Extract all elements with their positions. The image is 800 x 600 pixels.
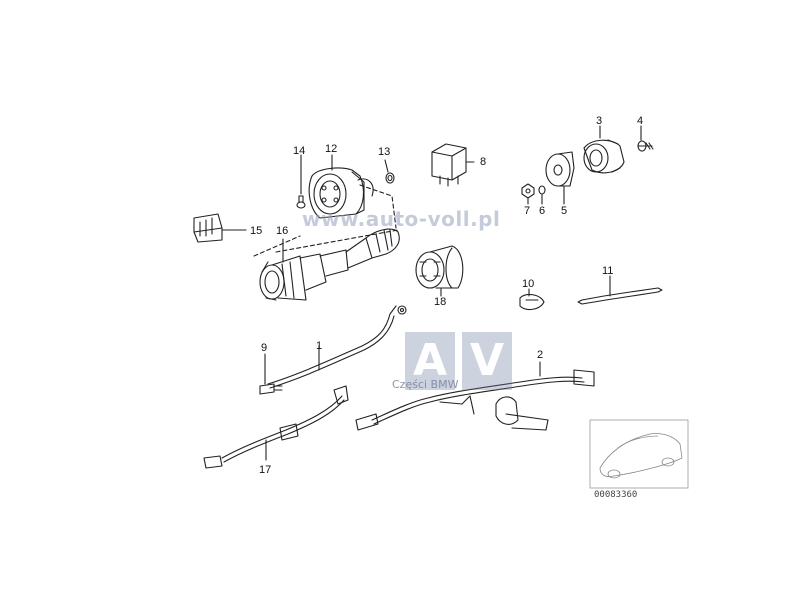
callout-label: 7 xyxy=(524,205,531,217)
callout-label: 9 xyxy=(261,342,268,354)
callout-label: 1 xyxy=(316,340,323,352)
callout-label: 11 xyxy=(602,265,614,277)
screw-14-part xyxy=(296,195,306,209)
cable-socket-16-part xyxy=(259,228,400,301)
callout-label: 13 xyxy=(378,146,391,158)
relay-8-part xyxy=(431,143,467,187)
callout-label: 14 xyxy=(293,145,306,157)
socket-housing-3-part xyxy=(583,139,625,174)
strap-11-part xyxy=(577,287,663,305)
nut-7-part xyxy=(521,183,535,199)
callout-label: 16 xyxy=(276,225,289,237)
cover-plate-5-part xyxy=(545,151,575,187)
drawing-code: 00083360 xyxy=(594,490,638,500)
callout-label: 10 xyxy=(522,278,535,290)
grommet-10-part xyxy=(519,293,545,311)
cable-17-part xyxy=(203,385,349,469)
callout-label: 4 xyxy=(637,115,644,127)
adapter-18-part xyxy=(415,245,464,289)
watermark-url: www.auto-voll.pl xyxy=(302,207,501,231)
callout-label: 2 xyxy=(537,349,544,361)
callout-label: 15 xyxy=(250,225,263,237)
nut-13-part xyxy=(385,172,395,184)
callout-label: 5 xyxy=(561,205,568,217)
bulb-9-part xyxy=(259,383,283,395)
screw-4-part xyxy=(637,140,654,152)
callout-label: 3 xyxy=(596,115,603,127)
callout-label: 6 xyxy=(539,205,546,217)
vehicle-inset xyxy=(589,419,689,489)
cable-1-part xyxy=(267,305,407,389)
clip-15-part xyxy=(193,213,223,243)
watermark-logo-left: A xyxy=(405,332,455,390)
watermark-logo-right: V xyxy=(462,332,512,390)
wiring-harness-2-part xyxy=(355,369,595,431)
callout-label: 8 xyxy=(480,156,487,168)
callout-label: 12 xyxy=(325,143,338,155)
callout-label: 18 xyxy=(434,296,447,308)
callout-label: 17 xyxy=(259,464,272,476)
watermark-subtitle: Części BMW xyxy=(392,378,459,391)
washer-6-part xyxy=(538,185,546,195)
